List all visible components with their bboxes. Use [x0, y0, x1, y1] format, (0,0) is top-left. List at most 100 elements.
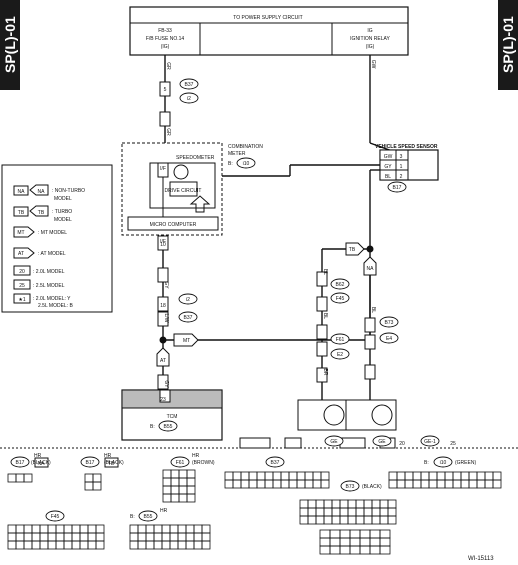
connector-grid-b55 [129, 524, 211, 550]
bottom-b55-oval [138, 510, 158, 522]
connector-grid-b73-bottom [319, 529, 391, 555]
combination-meter-box [121, 142, 223, 236]
conn-b17-vss: B17 [393, 185, 402, 191]
vss-wire-gw: GW [384, 154, 393, 160]
legend-tb-desc-2: MODEL [54, 217, 72, 223]
if-label-bottom: I/F [160, 239, 166, 245]
power-supply-box [129, 6, 409, 56]
legend-star-desc-1: : 2.0L MODEL: Y [33, 296, 71, 302]
bottom-f45: F45 [51, 514, 60, 520]
relay-label-1: IG [367, 28, 372, 34]
wire-br-left: BR [322, 369, 328, 376]
pin-3-vss: 3 [400, 154, 403, 160]
legend-na-desc-1: : NON-TURBO [52, 188, 85, 194]
conn-i2-top: i2 [187, 96, 191, 102]
legend-25-desc: : 2.5L MODEL [33, 283, 65, 289]
wire-gr-top: GR [165, 62, 171, 70]
conn-e4-oval [379, 332, 399, 344]
connector-grid-b73-top [299, 499, 397, 525]
bottom-b55: B55 [144, 514, 153, 520]
wire-bl-right: BL [370, 307, 376, 313]
connector-grid-b17-b [84, 473, 102, 491]
legend-star-tag: ★1 [18, 297, 25, 303]
bottom-b37: B37 [271, 460, 280, 466]
power-header: TO POWER SUPPLY CIRCUIT [233, 15, 302, 21]
relay-label-2: IGNITION RELAY [350, 36, 390, 42]
ground-ge-right: GE [378, 439, 386, 445]
drive-circuit-label: DRIVE CIRCUIT [165, 188, 202, 194]
bottom-b17-hr-b: HR [104, 453, 112, 459]
bottom-f45-oval [45, 510, 65, 522]
legend-tb-desc-1: : TURBO [52, 209, 72, 215]
relay-label-3: (IG) [366, 44, 375, 50]
conn-b37-top: B37 [185, 82, 194, 88]
conn-b37-mid: B37 [184, 315, 193, 321]
at-arrow-label: AT [160, 358, 166, 364]
legend-20-desc: : 2.0L MODEL [33, 269, 65, 275]
conn-e2-oval [330, 348, 350, 360]
wire-gr-mid: GR [165, 128, 171, 136]
legend-at-desc: : AT MODEL [38, 251, 66, 257]
bottom-i10-oval [433, 456, 453, 468]
conn-e4: E4 [386, 336, 392, 342]
bottom-b73-black: (BLACK) [362, 484, 382, 490]
wire-gy-meter: GY [163, 281, 169, 289]
connector-grid-b37 [224, 471, 330, 489]
connector-grid-f45 [7, 524, 105, 550]
connector-grid-i10 [388, 471, 502, 489]
bottom-brown: (BROWN) [192, 460, 215, 466]
legend-at-tag: AT [18, 251, 24, 257]
legend-na-desc-2: MODEL [54, 196, 72, 202]
conn-b73: B73 [385, 320, 394, 326]
wire-bl-left-top: BL [322, 269, 328, 275]
legend-25-tag: 25 [19, 283, 25, 289]
conn-b37-top-oval [179, 78, 199, 90]
conn-f61: F61 [336, 337, 345, 343]
bottom-b17-hr-a: HR [34, 453, 42, 459]
bottom-b37-oval [265, 456, 285, 468]
connector-grid-f61 [162, 469, 196, 503]
vss-title: VEHICLE SPEED SENSOR [375, 144, 438, 150]
legend-20-tag: 20 [19, 269, 25, 275]
vss-wire-bl: BL [385, 174, 391, 180]
pin-1-vss: 1 [400, 164, 403, 170]
conn-e2: E2 [337, 352, 343, 358]
mt-arrow-label: MT [183, 338, 190, 344]
pin-2-vss: 2 [400, 174, 403, 180]
fuse-label-2: F/B FUSE NO.14 [146, 36, 185, 42]
ground-tag-20: 20 [399, 441, 405, 447]
fuse-label-3: (IG) [161, 44, 170, 50]
ground-ge-right-oval [372, 435, 392, 447]
bottom-na-tag: NA [38, 461, 46, 467]
bottom-b73: B73 [346, 484, 355, 490]
bottom-b17-a-oval [10, 456, 30, 468]
ground-ge-left-oval [324, 435, 344, 447]
bottom-green: (GREEN) [455, 460, 476, 466]
wire-bl-left-mid: BL [322, 313, 328, 319]
bottom-b17-b: B17 [86, 460, 95, 466]
na-arrow-label: NA [367, 266, 375, 272]
wire-lw-meter: L/W [163, 314, 169, 323]
legend-na-tag: NA [18, 189, 26, 195]
conn-i10-meter-oval [236, 157, 256, 169]
bottom-i10-prefix: B: [424, 460, 429, 466]
conn-f61-oval [330, 333, 350, 345]
vss-wire-gy: GY [384, 164, 392, 170]
tcm-title: TCM [167, 414, 178, 420]
ground-ge-left: GE [330, 439, 338, 445]
conn-i2-mid: i2 [186, 297, 190, 303]
tb-arrow-label: TB [349, 247, 356, 253]
conn-b17-vss-oval [387, 181, 407, 193]
bottom-f61-hr: HR [192, 453, 200, 459]
conn-b73-oval [379, 316, 399, 328]
bottom-black-b: (BLACK) [104, 460, 124, 466]
conn-i10-meter: i10 [243, 161, 250, 167]
figure-code: WI-15113 [468, 556, 494, 562]
speedometer-label: SPEEDOMETER [176, 155, 215, 161]
bottom-f61-oval [170, 456, 190, 468]
conn-f45-oval [330, 292, 350, 304]
bottom-tb-tag: TB [108, 461, 115, 467]
conn-f45: F45 [336, 296, 345, 302]
meter-b-label: B: [228, 161, 233, 167]
